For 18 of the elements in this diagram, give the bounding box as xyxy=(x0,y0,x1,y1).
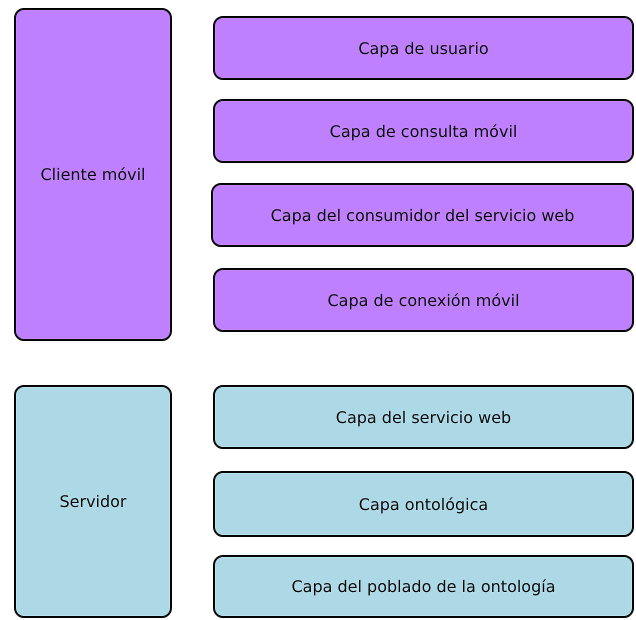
layer-box xyxy=(213,555,634,618)
layer-box xyxy=(213,16,634,80)
tier-box xyxy=(14,385,172,618)
layer-box xyxy=(213,99,634,163)
layer-box xyxy=(213,268,634,332)
box-label: Capa del consumidor del servicio web xyxy=(270,206,576,224)
box-label: Capa del servicio web xyxy=(334,408,512,426)
box-label: Capa de consulta móvil xyxy=(328,122,518,140)
layer-box xyxy=(213,471,634,537)
layer-box xyxy=(211,183,634,247)
layer-box xyxy=(213,385,634,449)
box-label: Servidor xyxy=(58,492,128,511)
box-label: Capa del poblado de la ontología xyxy=(290,577,556,596)
box-label: Capa ontológica xyxy=(358,494,490,514)
box-label: Cliente móvil xyxy=(40,165,146,184)
box-label: Capa de usuario xyxy=(357,38,490,58)
tier-box xyxy=(14,8,172,341)
box-label: Capa de conexión móvil xyxy=(326,290,521,310)
